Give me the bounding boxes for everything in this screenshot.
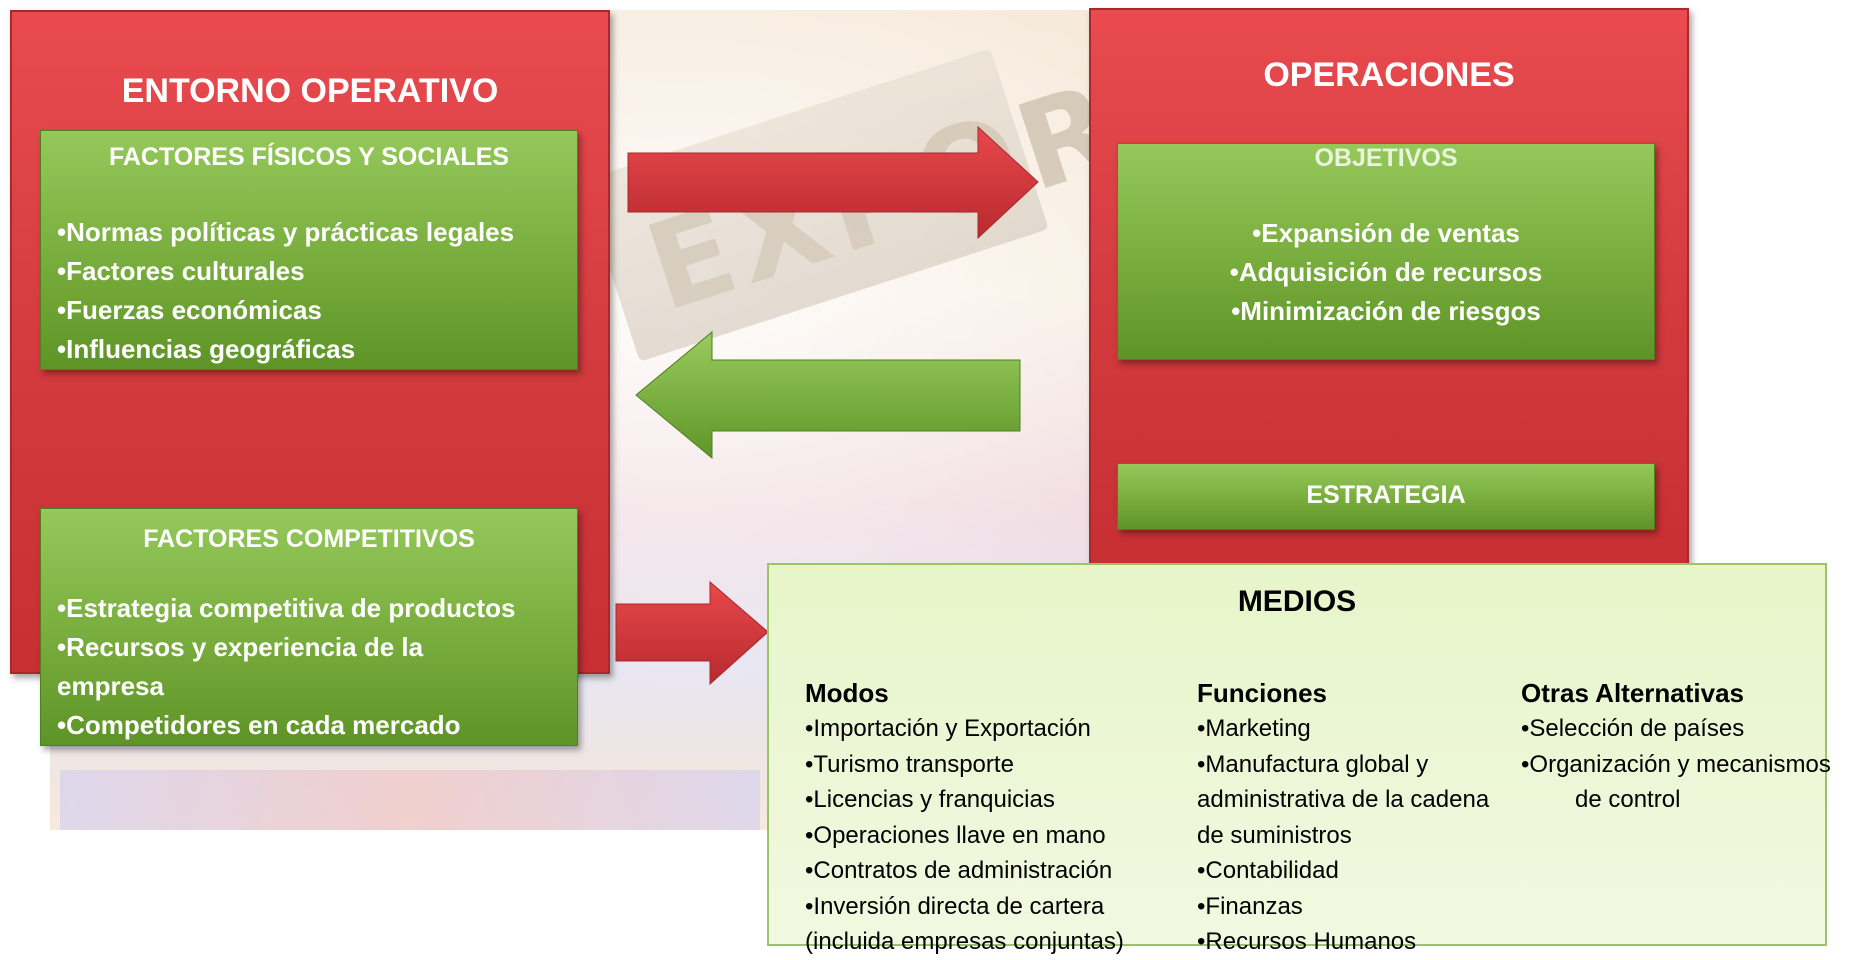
modos-title: Modos (805, 678, 889, 708)
list-item: •Organización y mecanismos (1521, 750, 1831, 778)
list-item: •Estrategia competitiva de productos (57, 593, 516, 623)
list-item: (incluida empresas conjuntas) (805, 928, 1124, 955)
objetivos-list: •Expansión de ventas •Adquisición de rec… (1118, 214, 1654, 331)
estrategia-title: ESTRATEGIA (1306, 481, 1466, 509)
medios-box: MEDIOS Modos •Importación y Exportación … (767, 563, 1831, 955)
list-item: •Recursos Humanos (1197, 928, 1417, 955)
list-item: •Expansión de ventas (1252, 218, 1520, 248)
objetivos-box: OBJETIVOS •Expansión de ventas •Adquisic… (1117, 143, 1655, 360)
list-item: •Selección de países (1521, 715, 1745, 742)
list-item: •Importación y Exportación (805, 715, 1091, 742)
modos-column: Modos •Importación y Exportación •Turism… (805, 675, 1124, 960)
arrow-right-bottom (615, 580, 769, 686)
list-item: de control (1575, 786, 1681, 813)
otras-alternativas-title: Otras Alternativas (1521, 678, 1745, 708)
factores-competitivos-title: FACTORES COMPETITIVOS (143, 525, 475, 553)
factores-fisicos-list: •Normas políticas y prácticas legales •F… (57, 213, 514, 369)
list-item: empresa (57, 671, 164, 701)
funciones-column: Funciones •Marketing •Manufactura global… (1197, 675, 1489, 960)
list-item: •Marketing (1197, 715, 1311, 742)
list-item: •Fuerzas económicas (57, 295, 322, 325)
list-item: •Finanzas (1197, 892, 1303, 920)
arrow-left-middle (635, 330, 1021, 460)
otras-alternativas-column: Otras Alternativas •Selección de países … (1521, 675, 1831, 818)
list-item: •Contabilidad (1197, 857, 1339, 884)
list-item: •Turismo transporte (805, 750, 1014, 778)
list-item: •Licencias y franquicias (805, 786, 1055, 813)
list-item: •Adquisición de recursos (1229, 257, 1543, 287)
entorno-operativo-title: ENTORNO OPERATIVO (121, 72, 499, 110)
list-item: •Normas políticas y prácticas legales (57, 217, 515, 247)
arrow-right-top (627, 125, 1039, 240)
background-stripe (60, 770, 760, 830)
operaciones-title: OPERACIONES (1263, 56, 1515, 94)
list-item: •Inversión directa de cartera (805, 892, 1105, 920)
list-item: •Factores culturales (57, 256, 305, 286)
estrategia-box: ESTRATEGIA (1117, 463, 1655, 530)
list-item: de suministros (1197, 821, 1352, 849)
factores-fisicos-box: FACTORES FÍSICOS Y SOCIALES •Normas polí… (40, 130, 578, 370)
list-item: •Operaciones llave en mano (805, 821, 1106, 849)
medios-title: MEDIOS (1237, 585, 1357, 618)
list-item: •Competidores en cada mercado (57, 710, 461, 740)
list-item: •Manufactura global y (1197, 750, 1429, 778)
list-item: •Recursos y experiencia de la (57, 632, 424, 662)
list-item: •Influencias geográficas (57, 334, 356, 364)
funciones-title: Funciones (1197, 678, 1328, 708)
factores-fisicos-title: FACTORES FÍSICOS Y SOCIALES (108, 143, 510, 171)
objetivos-title: OBJETIVOS (1314, 144, 1458, 172)
list-item: •Minimización de riesgos (1231, 296, 1541, 326)
factores-competitivos-list: •Estrategia competitiva de productos •Re… (57, 589, 515, 745)
factores-competitivos-box: FACTORES COMPETITIVOS •Estrategia compet… (40, 508, 578, 746)
list-item: •Contratos de administración (805, 857, 1113, 884)
list-item: administrativa de la cadena (1197, 786, 1490, 813)
